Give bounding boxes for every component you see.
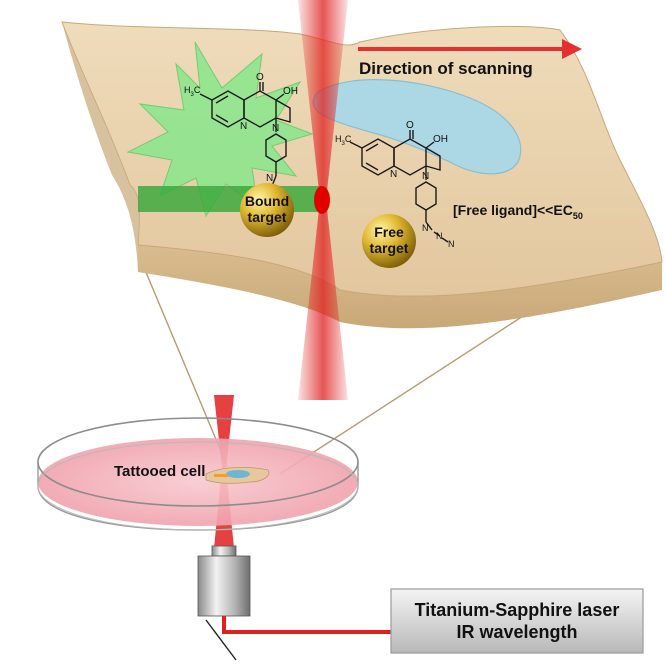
bound-ring-nitrogen: N bbox=[240, 121, 248, 132]
objective-mount bbox=[205, 619, 237, 661]
bound-target-sphere bbox=[240, 183, 294, 237]
laser-line1: Titanium-Sapphire laser bbox=[414, 600, 620, 620]
petri-dish-bottom bbox=[37, 441, 359, 531]
free-ligand-label: [Free ligand]<<EC50 bbox=[453, 202, 583, 221]
laser-focal-spot bbox=[314, 186, 330, 214]
laser-line2: IR wavelength bbox=[456, 622, 578, 642]
laser-path bbox=[222, 616, 391, 634]
free-methyl-h: H bbox=[335, 134, 342, 144]
scan-direction-arrowhead-icon bbox=[562, 39, 582, 59]
petri-dish-rim bbox=[37, 417, 359, 507]
tattooed-cell-nucleus bbox=[226, 470, 250, 478]
free-azide-n2: N bbox=[436, 231, 443, 241]
bound-methyl-c: C bbox=[193, 85, 201, 95]
molecule-bound bbox=[199, 82, 291, 187]
petri-dish-medium bbox=[38, 438, 358, 526]
bound-hydroxyl-label: OH bbox=[283, 86, 298, 97]
free-target-label: Free target bbox=[359, 224, 419, 256]
bound-methyl-label: H3C bbox=[184, 85, 200, 98]
bound-methyl-sub: 3 bbox=[190, 91, 194, 98]
free-hydroxyl-label: OH bbox=[433, 134, 448, 145]
free-amine-nitrogen: N bbox=[422, 171, 430, 182]
cell-slab-edge bbox=[62, 22, 140, 272]
tattooed-cell-label: Tattooed cell bbox=[114, 463, 206, 480]
free-azide-n1: N bbox=[422, 223, 429, 233]
free-ring-nitrogen: N bbox=[390, 169, 398, 180]
free-oxygen-label: O bbox=[406, 120, 414, 131]
free-methyl-label: H3C bbox=[335, 134, 351, 147]
free-methyl-c: C bbox=[344, 134, 352, 144]
molecule-free bbox=[349, 130, 449, 243]
objective-tip bbox=[211, 545, 237, 557]
free-target-line2: target bbox=[369, 240, 409, 256]
free-ligand-text: [Free ligand]<<EC bbox=[453, 202, 573, 218]
cell-nucleus bbox=[312, 79, 522, 175]
bound-linker-nitrogen: N bbox=[266, 173, 274, 184]
bound-oxygen-label: O bbox=[256, 72, 264, 83]
bound-target-line1: Bound bbox=[244, 193, 290, 209]
fluorescence-burst bbox=[126, 41, 314, 218]
laser-box bbox=[390, 588, 644, 654]
free-methyl-sub: 3 bbox=[341, 140, 345, 147]
free-target-line1: Free bbox=[374, 224, 404, 240]
bound-target-label: Bound target bbox=[237, 193, 297, 225]
bound-target-line2: target bbox=[247, 209, 287, 225]
tattooed-cell-mark bbox=[214, 474, 228, 477]
free-ligand-subscript: 50 bbox=[572, 210, 583, 221]
cell-slab-side bbox=[138, 245, 662, 329]
free-target-sphere bbox=[362, 214, 416, 268]
free-azide-n3: N bbox=[448, 239, 455, 249]
bound-methyl-h: H bbox=[184, 85, 191, 95]
bound-amine-nitrogen: N bbox=[272, 123, 280, 134]
laser-box-label: Titanium-Sapphire laser IR wavelength bbox=[391, 589, 643, 653]
scan-direction-label: Direction of scanning bbox=[359, 59, 533, 78]
zoom-guide-right bbox=[279, 291, 561, 475]
objective-lens bbox=[197, 555, 251, 617]
zoom-guide-left bbox=[139, 257, 229, 469]
